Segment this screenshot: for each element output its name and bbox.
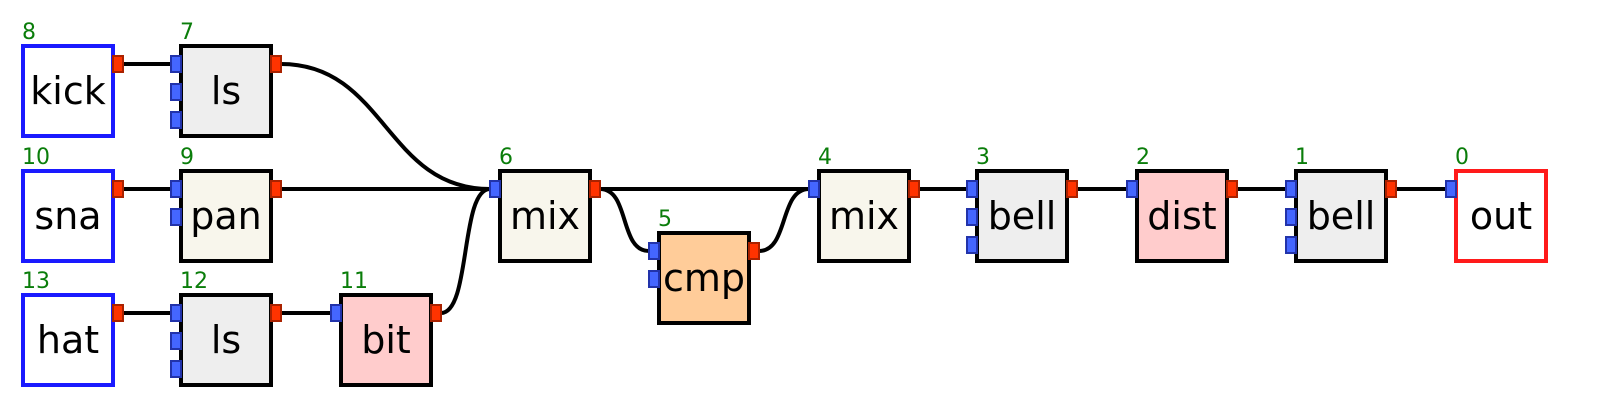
node-ls1[interactable]: ls 7 [170, 20, 282, 138]
input-port-out-0[interactable] [1445, 180, 1457, 198]
node-id-dist: 2 [1136, 145, 1150, 170]
input-port-bell2-1[interactable] [1285, 208, 1297, 226]
wire-bit-to-mix1 [440, 187, 491, 315]
input-port-bell2-2[interactable] [1285, 236, 1297, 254]
node-id-kick: 8 [22, 20, 36, 45]
node-label-out: out [1470, 194, 1532, 238]
input-port-ls2-1[interactable] [170, 332, 182, 350]
wires-layer [123, 62, 1446, 315]
node-label-dist: dist [1147, 194, 1216, 238]
input-port-bell1-0[interactable] [966, 180, 978, 198]
node-label-bell1: bell [988, 194, 1057, 238]
node-bell1[interactable]: bell 3 [966, 145, 1078, 263]
output-port-bell1[interactable] [1066, 180, 1078, 198]
node-box-cmp[interactable] [657, 231, 751, 325]
node-id-bell2: 1 [1295, 145, 1309, 170]
input-port-dist-0[interactable] [1126, 180, 1138, 198]
output-port-kick[interactable] [112, 55, 124, 73]
input-port-pan-1[interactable] [170, 208, 182, 226]
output-port-bit[interactable] [430, 304, 442, 322]
node-box-sna[interactable] [21, 169, 115, 263]
node-box-bell2[interactable] [1294, 169, 1388, 263]
node-id-cmp: 5 [658, 207, 672, 232]
node-box-hat[interactable] [21, 293, 115, 387]
output-port-ls1[interactable] [270, 55, 282, 73]
input-port-ls1-1[interactable] [170, 83, 182, 101]
input-port-bell1-1[interactable] [966, 208, 978, 226]
node-kick[interactable]: kick 8 [21, 20, 124, 138]
output-port-bell2[interactable] [1385, 180, 1397, 198]
node-box-bit[interactable] [339, 293, 433, 387]
node-box-kick[interactable] [21, 44, 115, 138]
wire-cmp-to-mix2 [758, 187, 810, 253]
node-label-ls1: ls [211, 69, 241, 113]
wire-ls1-to-mix1 [280, 62, 491, 191]
output-port-pan[interactable] [270, 180, 282, 198]
input-port-bell1-2[interactable] [966, 236, 978, 254]
input-port-cmp-0[interactable] [648, 242, 660, 260]
node-sna[interactable]: sna 10 [21, 145, 124, 263]
node-id-mix1: 6 [499, 145, 513, 170]
node-hat[interactable]: hat 13 [21, 269, 124, 387]
node-mix2[interactable]: mix 4 [808, 145, 920, 263]
node-box-dist[interactable] [1135, 169, 1229, 263]
node-label-bit: bit [361, 318, 411, 362]
node-label-hat: hat [37, 318, 99, 362]
output-port-mix2[interactable] [908, 180, 920, 198]
input-port-ls2-2[interactable] [170, 360, 182, 378]
input-port-cmp-1[interactable] [648, 270, 660, 288]
node-dist[interactable]: dist 2 [1126, 145, 1238, 263]
output-port-dist[interactable] [1226, 180, 1238, 198]
output-port-cmp[interactable] [748, 242, 760, 260]
input-port-pan-0[interactable] [170, 180, 182, 198]
node-id-bit: 11 [340, 269, 368, 294]
node-pan[interactable]: pan 9 [170, 145, 282, 263]
input-port-ls2-0[interactable] [170, 304, 182, 322]
node-id-bell1: 3 [976, 145, 990, 170]
node-id-ls2: 12 [180, 269, 208, 294]
node-id-out: 0 [1455, 145, 1469, 170]
node-bit[interactable]: bit 11 [330, 269, 442, 387]
input-port-mix1-0[interactable] [489, 180, 501, 198]
node-label-mix1: mix [510, 194, 580, 238]
node-label-mix2: mix [829, 194, 899, 238]
node-label-sna: sna [34, 194, 101, 238]
node-label-cmp: cmp [663, 256, 745, 300]
node-box-out[interactable] [1454, 169, 1548, 263]
wire-mix1-to-cmp [599, 187, 650, 253]
node-mix1[interactable]: mix 6 [489, 145, 601, 263]
node-label-bell2: bell [1307, 194, 1376, 238]
input-port-ls1-0[interactable] [170, 55, 182, 73]
node-id-pan: 9 [180, 145, 194, 170]
node-box-mix1[interactable] [498, 169, 592, 263]
node-label-kick: kick [30, 69, 105, 113]
input-port-ls1-2[interactable] [170, 111, 182, 129]
input-port-bit-0[interactable] [330, 304, 342, 322]
node-bell2[interactable]: bell 1 [1285, 145, 1397, 263]
node-id-ls1: 7 [180, 20, 194, 45]
input-port-mix2-0[interactable] [808, 180, 820, 198]
output-port-ls2[interactable] [270, 304, 282, 322]
node-cmp[interactable]: cmp 5 [648, 207, 760, 325]
output-port-hat[interactable] [112, 304, 124, 322]
node-id-mix2: 4 [818, 145, 832, 170]
node-box-mix2[interactable] [817, 169, 911, 263]
output-port-mix1[interactable] [589, 180, 601, 198]
node-label-pan: pan [190, 194, 262, 238]
input-port-bell2-0[interactable] [1285, 180, 1297, 198]
output-port-sna[interactable] [112, 180, 124, 198]
node-label-ls2: ls [211, 318, 241, 362]
node-id-sna: 10 [22, 145, 50, 170]
node-id-hat: 13 [22, 269, 50, 294]
